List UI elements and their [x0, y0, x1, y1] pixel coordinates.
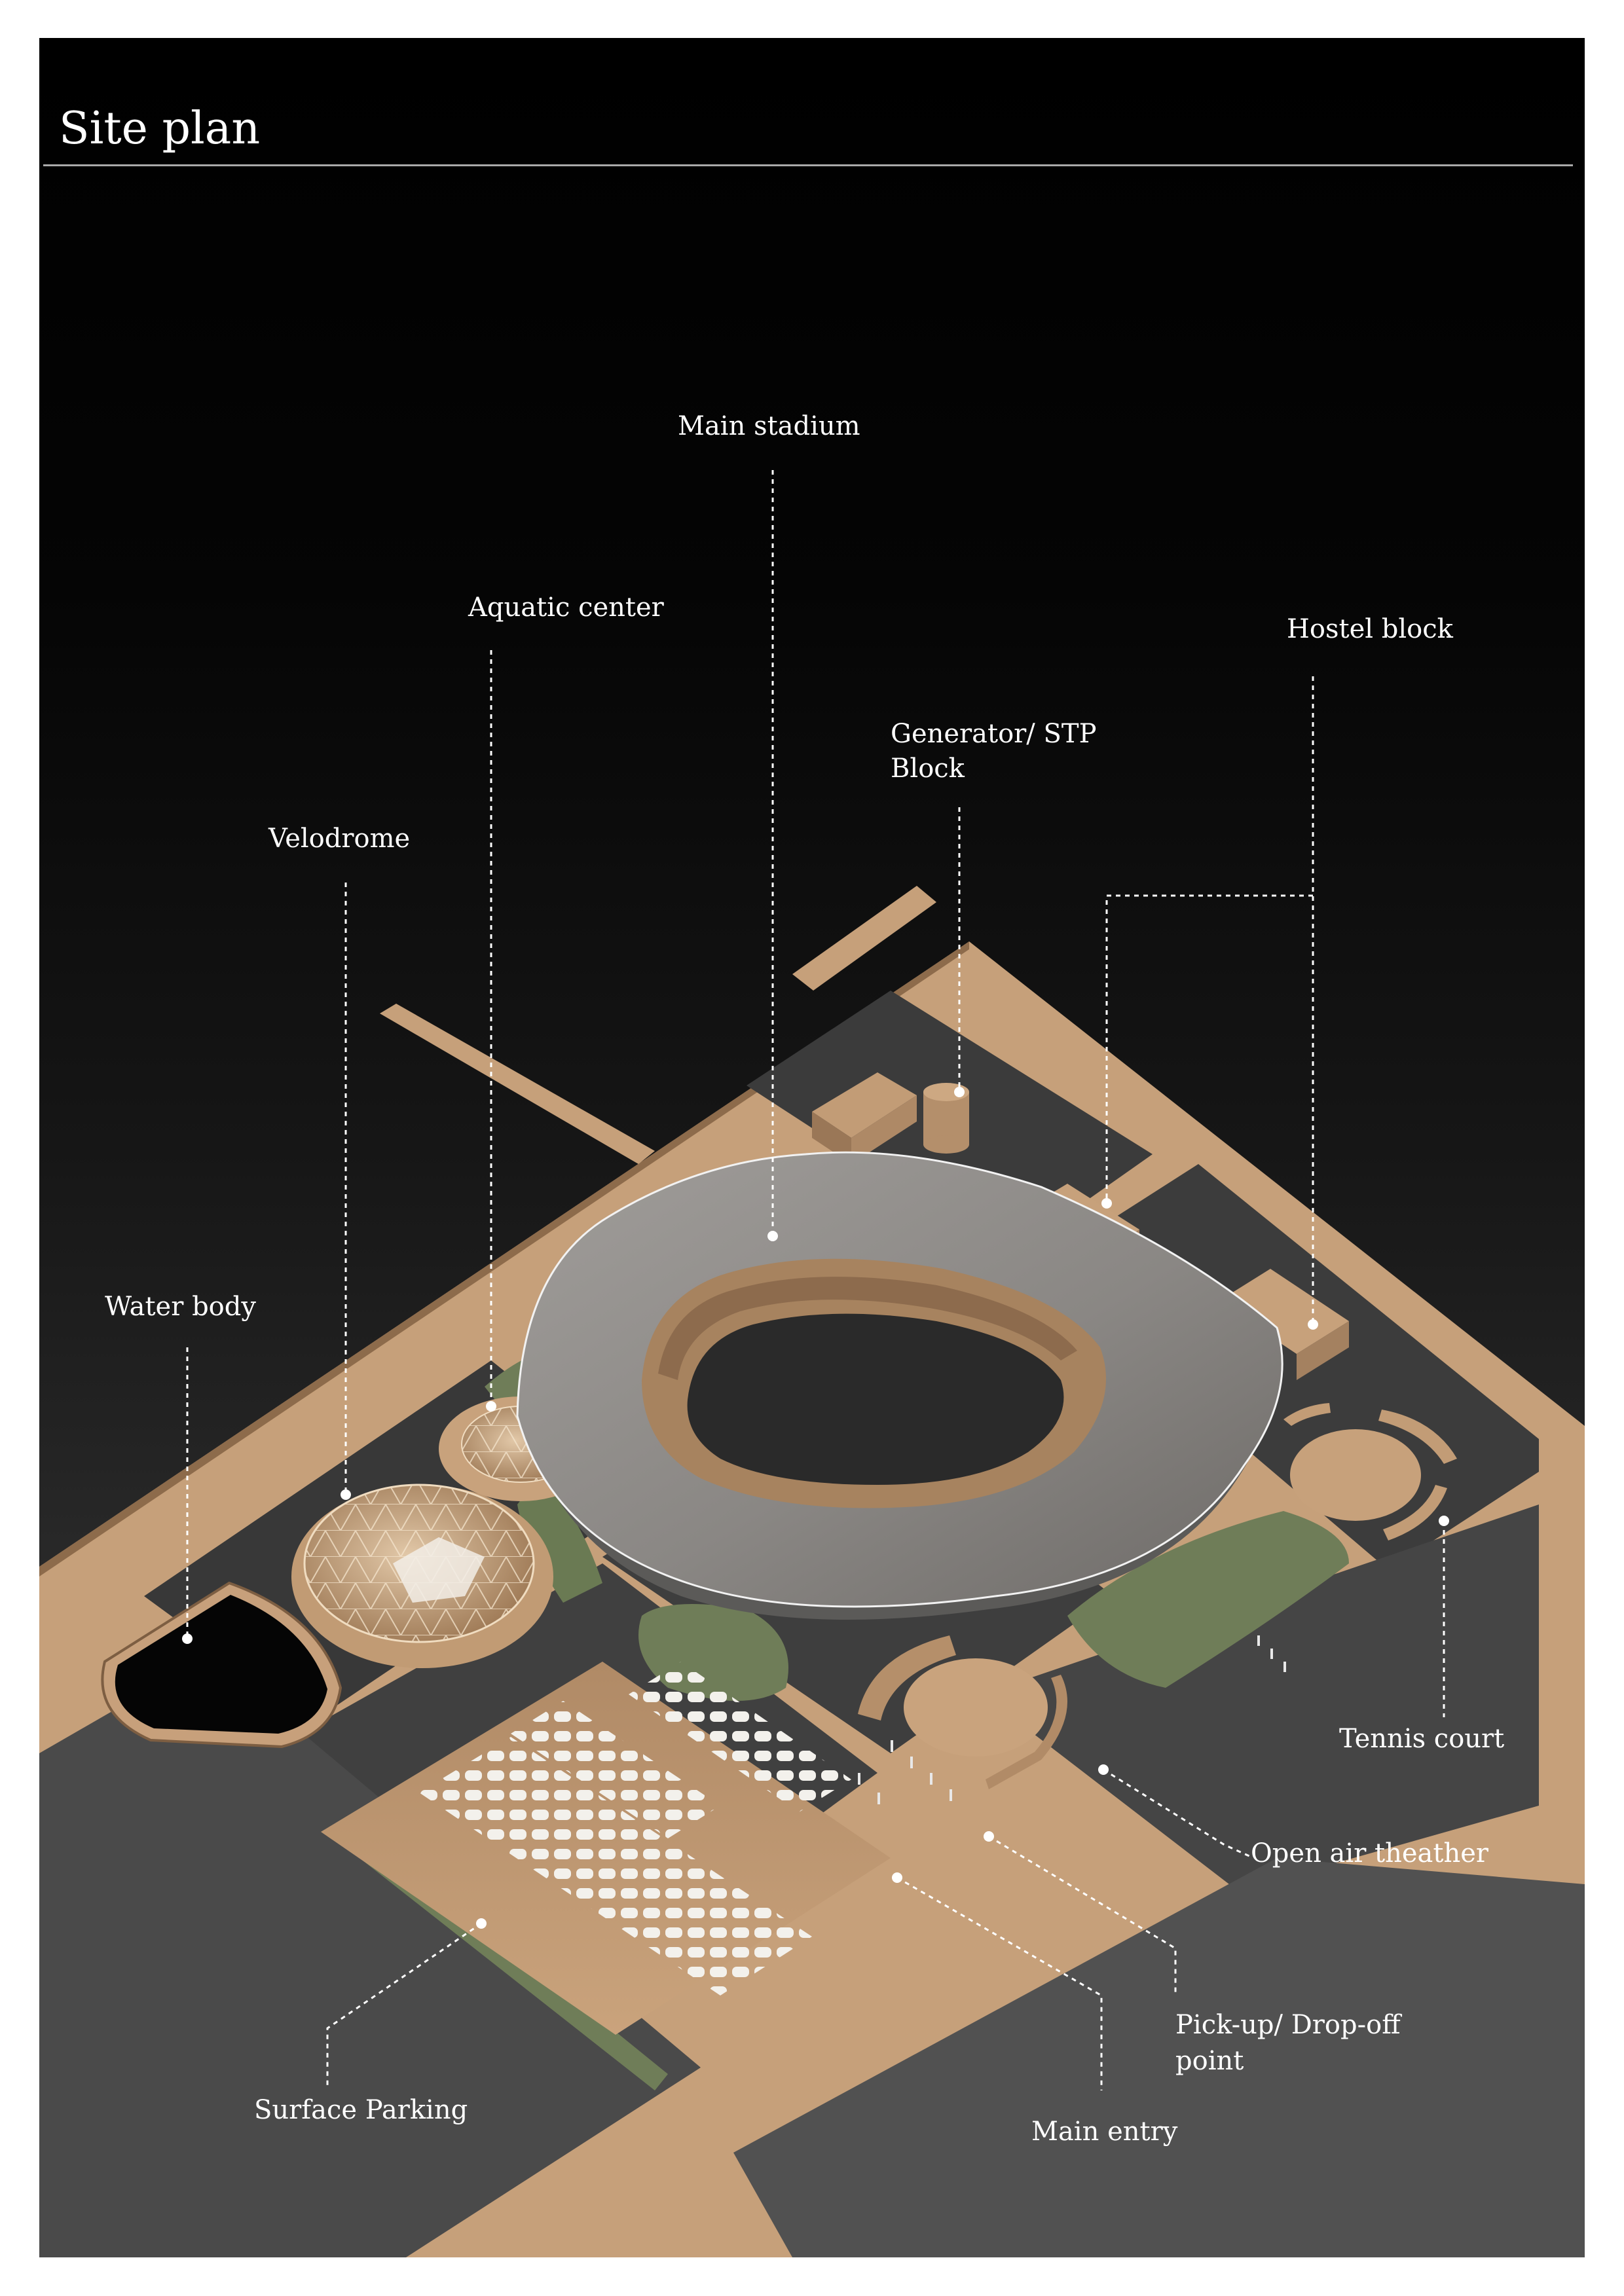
leader-line-open-air-theather	[1103, 1768, 1251, 1858]
parking-cars-east	[629, 1662, 851, 1812]
anchor-dot-pickup-dropoff	[984, 1831, 994, 1842]
theatre-seating-bowl	[858, 1635, 956, 1721]
tennis-court-model	[1283, 1403, 1457, 1540]
tennis-court-stand-west	[1283, 1403, 1331, 1426]
leader-line-pickup-dropoff	[988, 1835, 1177, 1995]
main-stadium-model	[516, 1151, 1283, 1620]
label-aquatic-center: Aquatic center	[468, 592, 664, 623]
anchor-dot-water-body	[182, 1633, 193, 1644]
leader-lines	[186, 470, 1445, 2090]
access-road-north	[792, 886, 936, 991]
rendering-board: Site plan Main stadium Aquatic center Ho…	[39, 38, 1585, 2257]
stp-low-block-front	[851, 1095, 917, 1164]
anchor-dot-main-entry	[892, 1872, 902, 1883]
label-main-entry: Main entry	[1031, 2117, 1178, 2147]
leader-line-hostel-block-branch	[1105, 894, 1313, 1203]
label-pickup-dropoff-line2: point	[1175, 2046, 1244, 2076]
water-body-surface	[115, 1595, 327, 1734]
label-hostel-block: Hostel block	[1287, 614, 1453, 644]
anchor-dot-tennis-court	[1439, 1516, 1449, 1526]
anchor-dot-hostel-block-north	[1101, 1198, 1112, 1209]
label-surface-parking: Surface Parking	[254, 2095, 468, 2125]
pickup-dropoff-markers	[858, 1635, 1286, 1804]
grey-block-southeast	[982, 1504, 1539, 1891]
surface-parking-model	[321, 1662, 891, 2035]
site-ground-edge	[39, 941, 969, 1576]
leader-line-surface-parking	[326, 1922, 482, 2087]
label-velodrome: Velodrome	[268, 824, 411, 854]
label-open-air-theather: Open air theather	[1251, 1838, 1489, 1868]
hostel-east-top	[1218, 1269, 1349, 1354]
stadium-seating-tiers	[658, 1277, 1077, 1380]
parking-cars-center	[419, 1737, 812, 1995]
tennis-court-stand-south	[1383, 1485, 1447, 1540]
label-tennis-court: Tennis court	[1339, 1724, 1505, 1754]
page-title: Site plan	[59, 103, 261, 155]
water-body-feature	[101, 1581, 342, 1749]
stp-tank-bottom	[923, 1135, 969, 1154]
lawn-east	[1067, 1511, 1349, 1688]
velodrome-model	[291, 1484, 553, 1668]
anchor-dot-velodrome	[341, 1489, 351, 1500]
label-water-body: Water body	[105, 1292, 256, 1322]
label-generator-stp-line2: Block	[891, 754, 965, 784]
label-generator-stp-line1: Generator/ STP	[891, 719, 1097, 749]
tennis-court-pad	[1290, 1429, 1421, 1521]
access-road-west	[380, 1004, 655, 1164]
stp-low-block-side	[812, 1112, 851, 1164]
theatre-stage	[904, 1658, 1048, 1757]
label-pickup-dropoff-line1: Pick-up/ Drop-off	[1175, 2010, 1401, 2040]
anchor-dot-main-stadium	[767, 1231, 778, 1241]
anchor-dot-hostel-block-east	[1308, 1319, 1318, 1330]
site-model-illustration	[39, 470, 1585, 2257]
grey-block-bottom	[733, 1858, 1585, 2257]
generator-stp-model	[812, 1072, 969, 1164]
theatre-back-wall	[986, 1675, 1067, 1789]
title-divider	[43, 164, 1573, 166]
grey-block-southwest	[39, 1655, 701, 2257]
label-main-stadium: Main stadium	[678, 411, 860, 441]
hostel-east-front	[1297, 1321, 1349, 1380]
anchor-dot-aquatic-center	[486, 1401, 496, 1412]
parking-cars-north	[511, 1701, 720, 1838]
anchor-dot-surface-parking	[476, 1918, 487, 1929]
stadium-pitch	[687, 1313, 1064, 1485]
leader-anchor-dots	[182, 1087, 1449, 1929]
lawn-velodrome-side	[517, 1478, 602, 1603]
anchor-dot-open-air-theather	[1098, 1764, 1109, 1775]
open-air-theatre-model	[858, 1635, 1067, 1789]
tennis-court-stand-north	[1378, 1410, 1457, 1464]
anchor-dot-generator-stp	[954, 1087, 965, 1097]
stp-low-block-top	[812, 1072, 917, 1138]
velodrome-glass-panel	[393, 1537, 485, 1603]
